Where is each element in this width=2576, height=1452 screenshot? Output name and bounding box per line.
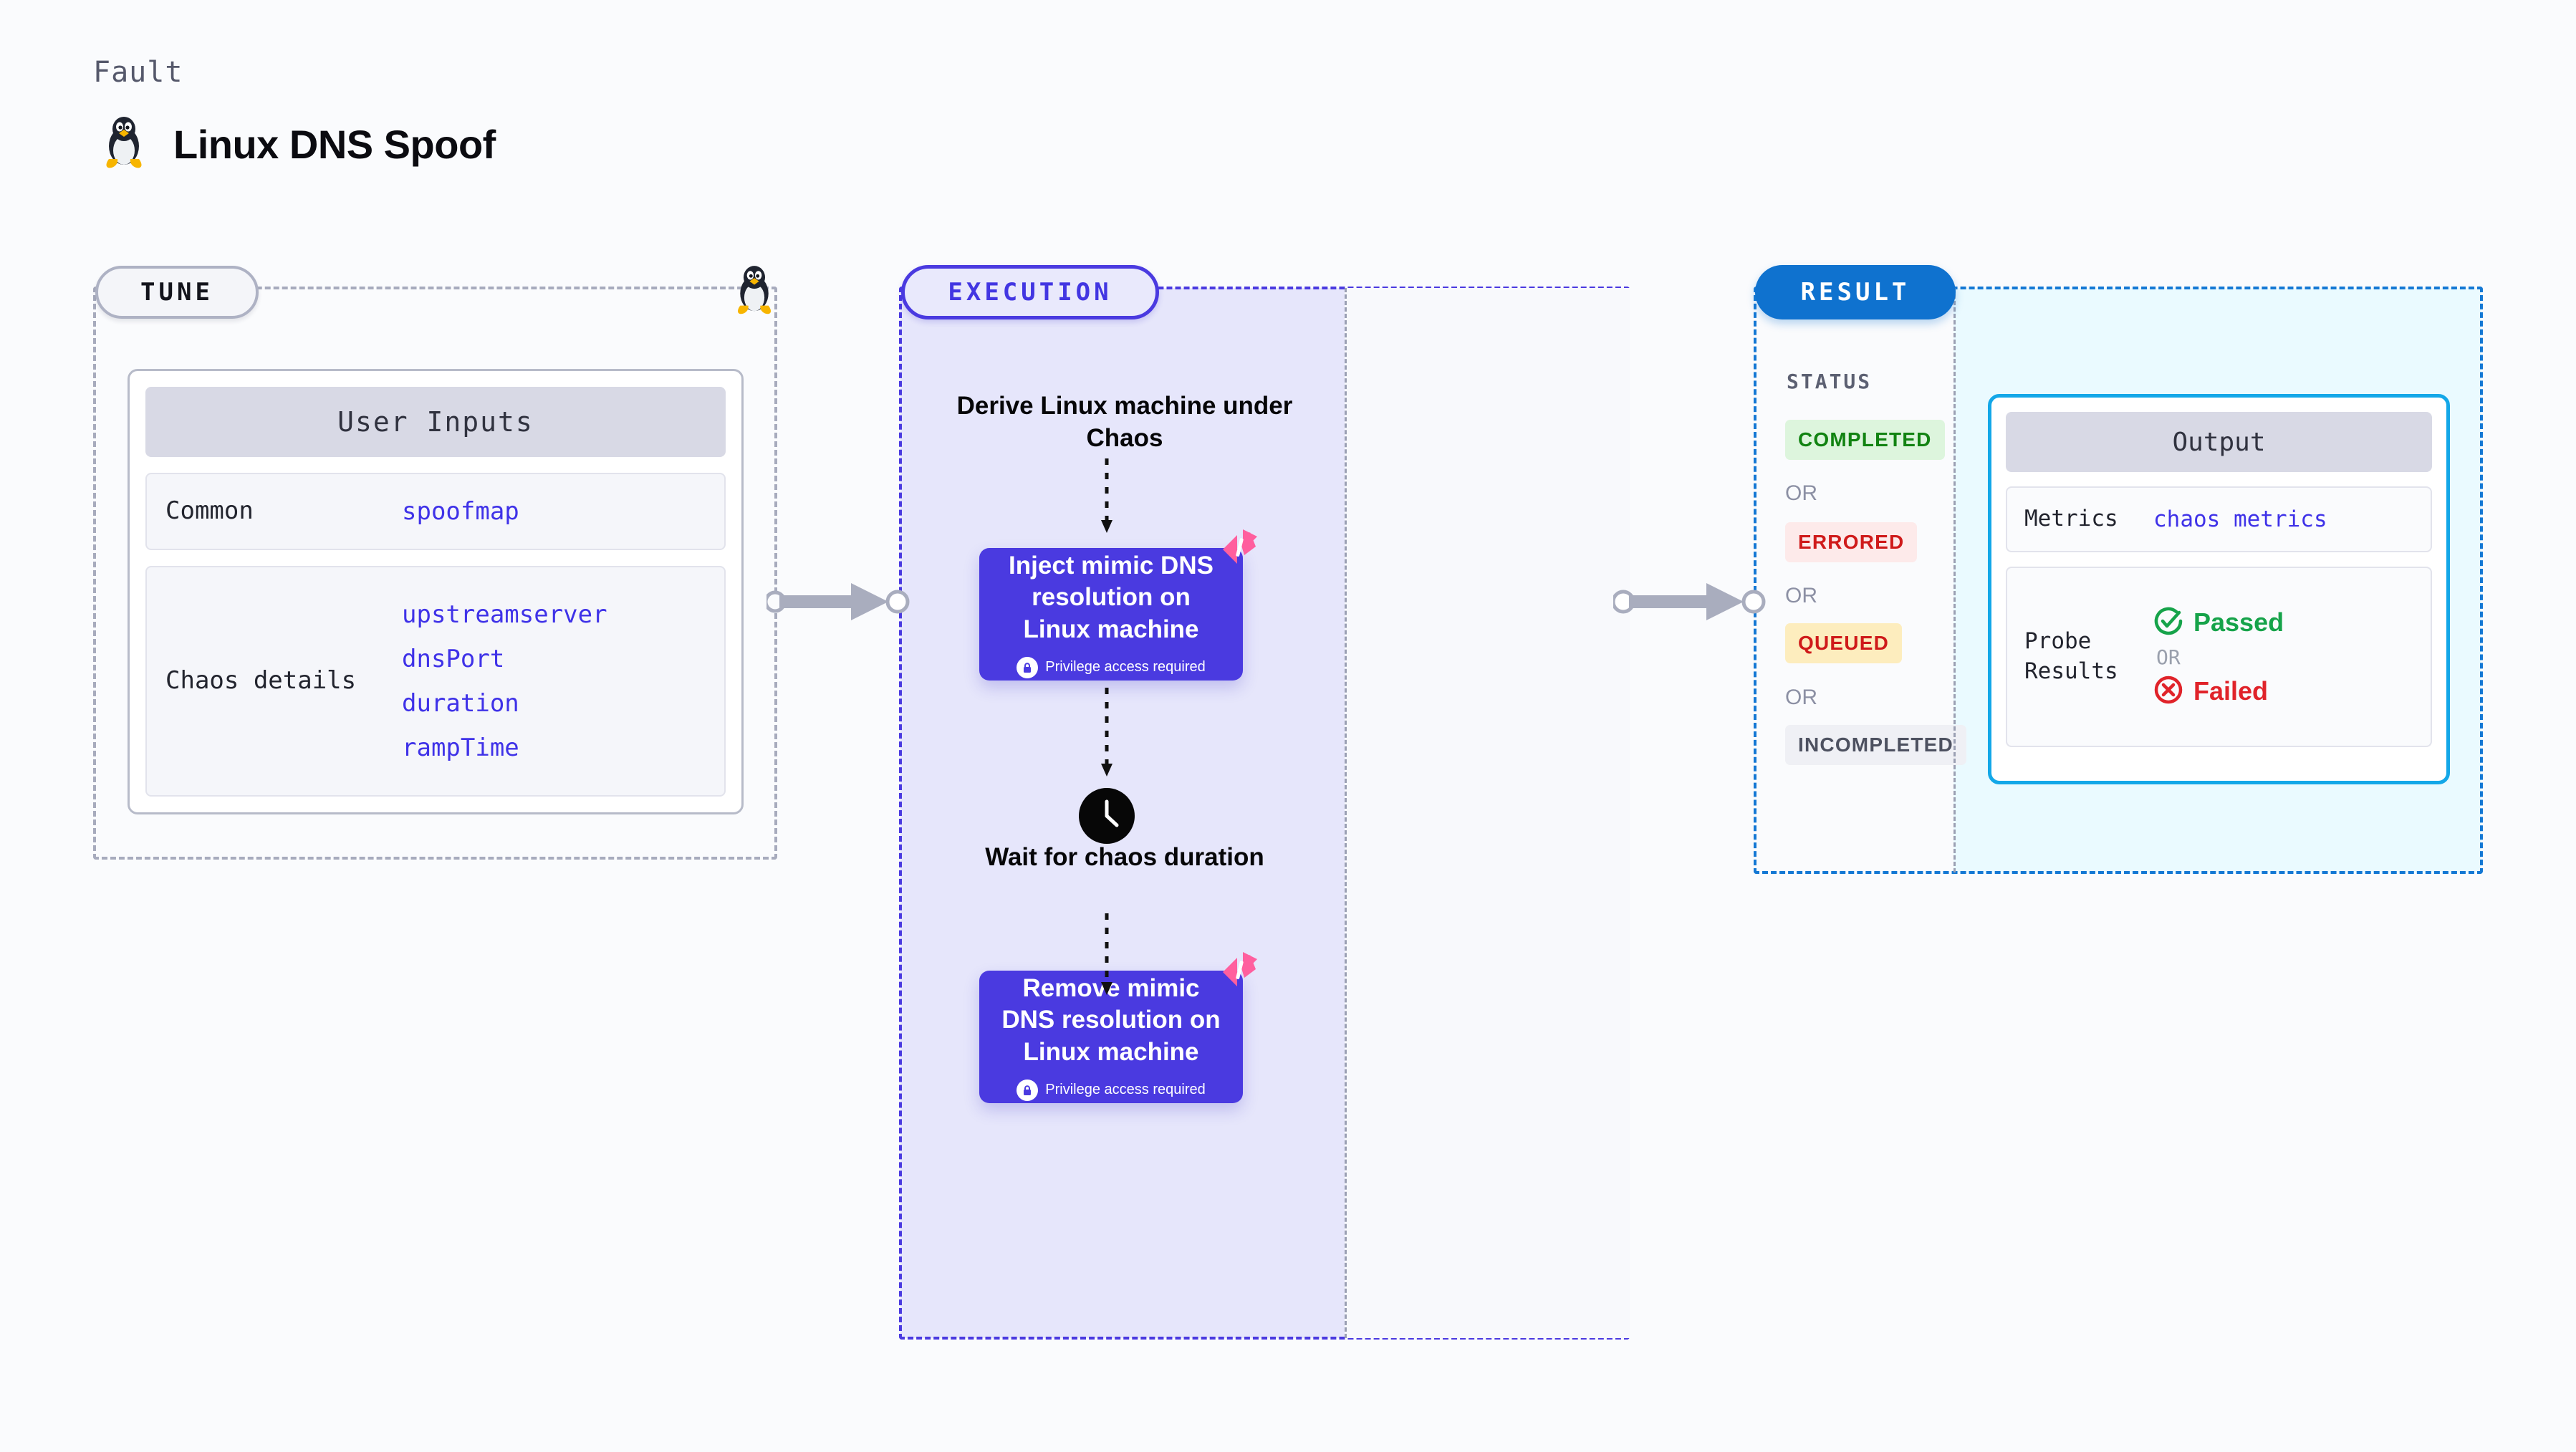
- execution-connector-1-icon: [1099, 458, 1115, 541]
- output-row-metrics: Metrics chaos metrics: [2006, 486, 2432, 552]
- tune-row-chaos-details: Chaos details upstreamserver dnsPort dur…: [145, 566, 726, 797]
- probe-passed-label: Passed: [2193, 607, 2284, 637]
- status-badge-errored: ERRORED: [1785, 522, 1918, 562]
- execution-stage-pill[interactable]: EXECUTION: [901, 265, 1159, 319]
- arrow-tune-to-execution: [764, 573, 910, 634]
- tune-container: [93, 287, 777, 860]
- output-metrics-value[interactable]: chaos metrics: [2153, 506, 2327, 532]
- x-circle-icon: [2153, 675, 2183, 708]
- tune-row-chaos-values: upstreamserver dnsPort duration rampTime: [402, 600, 607, 762]
- status-badge-incompleted: INCOMPLETED: [1785, 725, 1966, 765]
- check-circle-icon: [2153, 606, 2183, 640]
- tune-edge-linux-penguin-icon: [732, 264, 777, 320]
- wait-for-chaos-node: Wait for chaos duration: [985, 843, 1264, 871]
- probe-result-or: OR: [2156, 645, 2181, 669]
- result-divider: [1953, 288, 1956, 872]
- result-container: [1754, 287, 2483, 874]
- inject-node-title: Inject mimic DNS resolution on Linux mac…: [1009, 552, 1213, 643]
- fault-kicker: Fault: [93, 56, 183, 89]
- tune-param-spoofmap[interactable]: spoofmap: [402, 497, 519, 526]
- page-title: Linux DNS Spoof: [173, 122, 496, 167]
- tune-stage-pill[interactable]: TUNE: [95, 266, 259, 319]
- tune-row-chaos-key: Chaos details: [165, 666, 357, 696]
- execution-connector-2-icon: [1099, 688, 1115, 784]
- lock-icon: [1017, 1079, 1039, 1101]
- inject-node-privilege-text: Privilege access required: [1045, 659, 1206, 675]
- remove-node-privilege-note: Privilege access required: [1017, 1079, 1206, 1101]
- status-or-1: OR: [1785, 481, 1817, 505]
- user-inputs-title: User Inputs: [145, 387, 726, 457]
- tune-row-common-key: Common: [165, 496, 254, 526]
- probe-result-passed: Passed: [2153, 606, 2284, 640]
- execution-connector-3-icon: [1099, 913, 1115, 1003]
- fault-title-row: Linux DNS Spoof: [100, 115, 496, 174]
- execution-start-node: Derive Linux machine under Chaos: [956, 392, 1293, 452]
- inject-node-privilege-note: Privilege access required: [1017, 656, 1206, 678]
- remove-node-title: Remove mimic DNS resolution on Linux mac…: [1001, 974, 1221, 1066]
- output-probe-values: Passed OR Failed: [2153, 606, 2284, 708]
- output-metrics-key: Metrics: [2024, 506, 2118, 532]
- linux-penguin-icon: [100, 115, 148, 174]
- tune-param-upstreamserver[interactable]: upstreamserver: [402, 600, 607, 629]
- remove-node-privilege-text: Privilege access required: [1045, 1082, 1206, 1098]
- probes-panel: [1345, 288, 1630, 1338]
- clock-icon: [1079, 788, 1135, 847]
- tune-param-duration[interactable]: duration: [402, 689, 519, 718]
- output-probe-key: Probe Results: [2024, 628, 2118, 684]
- status-or-3: OR: [1785, 686, 1817, 709]
- status-label: STATUS: [1787, 370, 1873, 393]
- arrow-execution-to-result: [1611, 573, 1767, 634]
- user-inputs-card: User Inputs Common spoofmap Chaos detail…: [128, 369, 744, 814]
- status-badge-queued: QUEUED: [1785, 623, 1902, 663]
- output-card: Output Metrics chaos metrics Probe Resul…: [1988, 394, 2450, 784]
- result-stage-pill[interactable]: RESULT: [1755, 265, 1956, 319]
- remove-mimic-dns-node[interactable]: Remove mimic DNS resolution on Linux mac…: [979, 952, 1257, 1103]
- tune-row-common: Common spoofmap: [145, 473, 726, 550]
- tune-param-dnsport[interactable]: dnsPort: [402, 645, 505, 673]
- probe-result-failed: Failed: [2153, 675, 2284, 708]
- output-title: Output: [2006, 412, 2432, 472]
- status-or-2: OR: [1785, 584, 1817, 607]
- lock-icon: [1017, 656, 1039, 678]
- probe-failed-label: Failed: [2193, 676, 2269, 706]
- harness-logo-icon: [1219, 951, 1261, 996]
- status-badge-completed: COMPLETED: [1785, 420, 1945, 460]
- inject-mimic-dns-node[interactable]: Inject mimic DNS resolution on Linux mac…: [979, 529, 1257, 681]
- output-row-probe-results: Probe Results Passed OR: [2006, 567, 2432, 747]
- tune-param-ramptime[interactable]: rampTime: [402, 734, 519, 762]
- harness-logo-icon: [1219, 528, 1261, 573]
- tune-row-common-values: spoofmap: [402, 497, 519, 526]
